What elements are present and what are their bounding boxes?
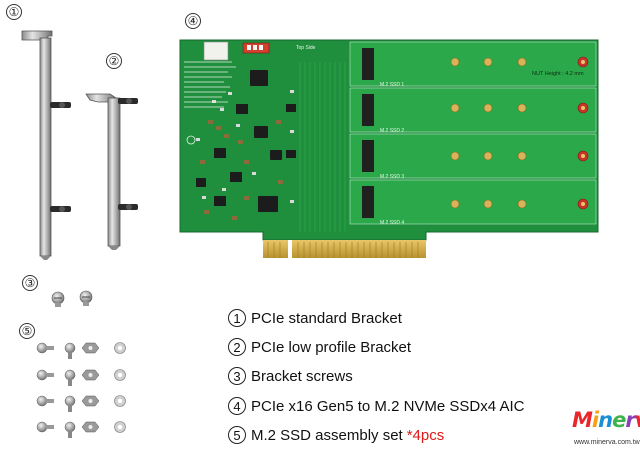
caption-1-text: PCIe standard Bracket	[251, 309, 402, 327]
caption-4-number: 4	[228, 397, 246, 415]
logo-url: www.minerva.com.tw	[574, 439, 640, 446]
minerva-logo: Minerva www.minerva.com.tw	[572, 408, 640, 452]
marker-4: ④	[185, 13, 201, 29]
bracket-screws	[51, 290, 93, 307]
slot-label-3: M.2 SSD 3	[380, 174, 405, 180]
caption-5: 5 M.2 SSD assembly set *4pcs	[228, 426, 444, 444]
logo-letter: r	[625, 408, 635, 432]
marker-3: ③	[22, 275, 38, 291]
slot-label-2: M.2 SSD 2	[380, 128, 405, 134]
low-profile-bracket	[85, 93, 138, 250]
logo-letter: e	[612, 408, 626, 432]
top-side-label: Top Side	[296, 45, 316, 51]
logo-letter: n	[598, 408, 613, 432]
slot-label-1: M.2 SSD 1	[380, 82, 405, 88]
marker-2: ②	[106, 53, 122, 69]
caption-4-text: PCIe x16 Gen5 to M.2 NVMe SSDx4 AIC	[251, 397, 525, 415]
caption-5-number: 5	[228, 426, 246, 444]
slot-label-4: M.2 SSD 4	[380, 220, 405, 226]
caption-1: 1 PCIe standard Bracket	[228, 309, 402, 327]
caption-1-number: 1	[228, 309, 246, 327]
caption-3-text: Bracket screws	[251, 367, 353, 385]
nut-height-label: NUT Height : 4.2 mm	[532, 71, 584, 77]
caption-2-number: 2	[228, 338, 246, 356]
marker-1: ①	[6, 4, 22, 20]
caption-3-number: 3	[228, 367, 246, 385]
aic-board	[179, 39, 599, 258]
logo-letter: i	[591, 408, 599, 432]
logo-letter: M	[572, 408, 593, 432]
logo-brand: Minerva	[572, 408, 640, 432]
logo-letter: v	[635, 408, 640, 432]
m2-assembly-set	[36, 342, 126, 438]
caption-2-text: PCIe low profile Bracket	[251, 338, 412, 356]
caption-4: 4 PCIe x16 Gen5 to M.2 NVMe SSDx4 AIC	[228, 397, 524, 415]
caption-3: 3 Bracket screws	[228, 367, 353, 385]
caption-2: 2 PCIe low profile Bracket	[228, 338, 411, 356]
caption-5-quantity: *4pcs	[406, 426, 445, 444]
standard-bracket	[21, 30, 71, 260]
caption-5-text: M.2 SSD assembly set	[251, 426, 403, 444]
marker-5: ⑤	[19, 323, 35, 339]
